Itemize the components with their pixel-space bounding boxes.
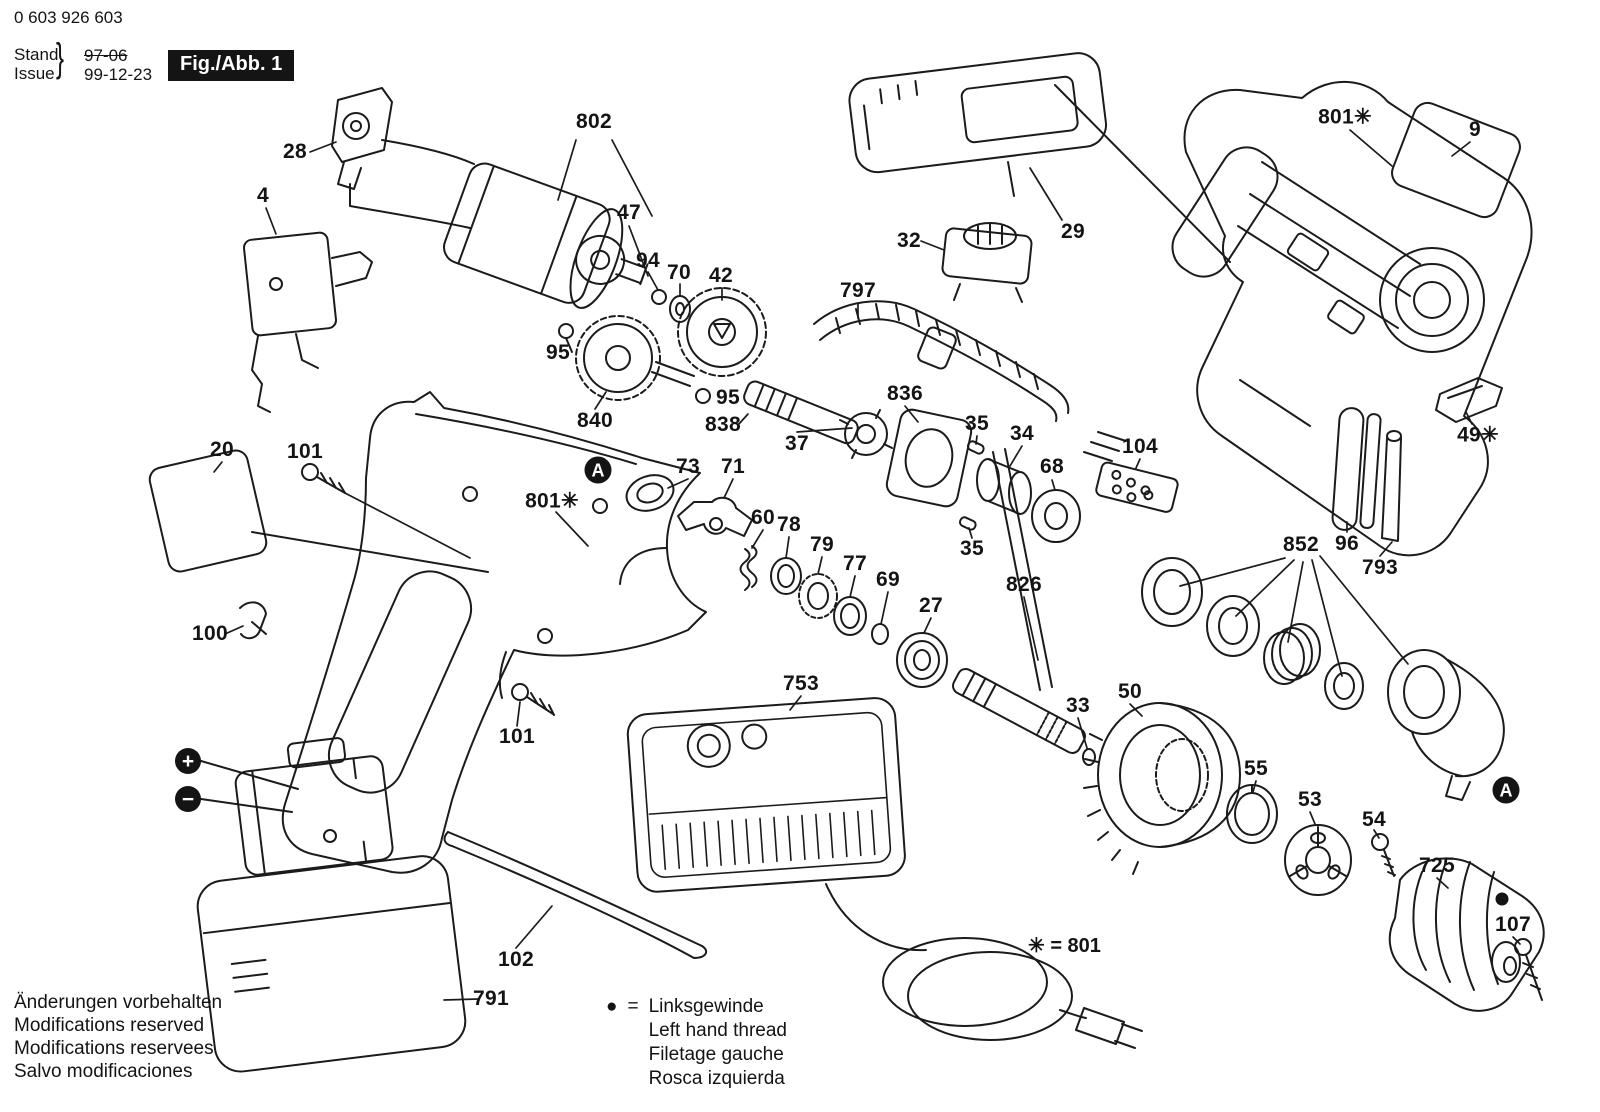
thread-legend-line-3: Rosca izquierda	[648, 1068, 785, 1089]
clip-100-drawing	[239, 601, 267, 640]
left-housing-drawing	[281, 391, 707, 874]
stand-label: Stand	[14, 45, 59, 64]
chuck-725-drawing	[1388, 857, 1545, 1012]
clutch-plate-53-drawing	[1284, 824, 1352, 896]
brush-plate-4-drawing	[243, 231, 373, 413]
screw-107-drawing	[1514, 938, 1543, 1001]
clamp-49-drawing	[1435, 377, 1503, 423]
thread-legend-line-1: Left hand thread	[648, 1020, 787, 1041]
wing-71-drawing	[677, 496, 753, 537]
spindle-collar-drawing	[1387, 649, 1505, 801]
right-housing-drawing	[1171, 80, 1533, 557]
screw-101-bottom-drawing	[511, 683, 555, 716]
pin-793-drawing	[1381, 430, 1402, 542]
thread-equals: =	[627, 996, 639, 1017]
output-spindle-33-drawing	[952, 448, 1096, 766]
contact-plate-104-drawing	[1083, 431, 1179, 513]
washers-row-drawing	[739, 545, 948, 688]
wire-bail-102-drawing	[443, 831, 708, 959]
screw-54-drawing	[1371, 833, 1396, 877]
screw-101-top-drawing	[301, 463, 471, 559]
bearing-68-drawing	[1031, 489, 1081, 543]
motor-802-drawing	[443, 162, 649, 309]
stand-issue-brace: }	[56, 36, 65, 80]
gear-42-drawing	[677, 287, 767, 377]
figure-label: Fig./Abb. 1	[168, 50, 295, 81]
switch-32-drawing	[941, 222, 1033, 303]
thread-bullet-icon: ●	[606, 996, 618, 1017]
ring-55-drawing	[1226, 784, 1278, 844]
mount-bracket-28-drawing	[331, 87, 475, 229]
old-issue-date: 97-06	[84, 46, 128, 65]
clutch-ring-50-drawing	[1083, 702, 1241, 875]
name-plate-9-drawing	[1391, 101, 1521, 219]
footer-note-1: Modifications reserved	[14, 1015, 205, 1036]
thread-legend-line-2: Filetage gauche	[648, 1044, 784, 1065]
document-part-number: 0 603 926 603	[14, 8, 123, 27]
battery-pack-drawing	[196, 737, 467, 1073]
new-issue-date: 99-12-23	[84, 65, 153, 84]
bearing-set-852-drawing	[1141, 555, 1409, 710]
issue-label: Issue	[14, 64, 55, 83]
gearbox-plate-836-drawing	[885, 408, 973, 508]
footer-note-2: Modifications reservees	[14, 1038, 214, 1059]
spline-shaft-838-drawing	[743, 380, 859, 445]
leader-lines	[213, 129, 1521, 1001]
thread-legend-line-0: Linksgewinde	[648, 996, 764, 1017]
gear-840-drawing	[575, 315, 695, 401]
charger-753-drawing	[626, 697, 1143, 1049]
pins-35-drawing	[958, 440, 985, 531]
cable-tie-797-drawing	[813, 300, 1070, 422]
ring-73-drawing	[625, 474, 675, 512]
strips-96-drawing	[1331, 407, 1382, 531]
clutch-hub-37-drawing	[839, 409, 893, 459]
motor-cover-29-drawing	[848, 52, 1231, 263]
asterisk-legend: ✳ = 801	[1028, 935, 1101, 957]
footer-note-3: Salvo modificaciones	[14, 1061, 193, 1082]
name-plate-20-drawing	[148, 449, 489, 573]
footer-note-0: Änderungen vorbehalten	[14, 992, 223, 1013]
